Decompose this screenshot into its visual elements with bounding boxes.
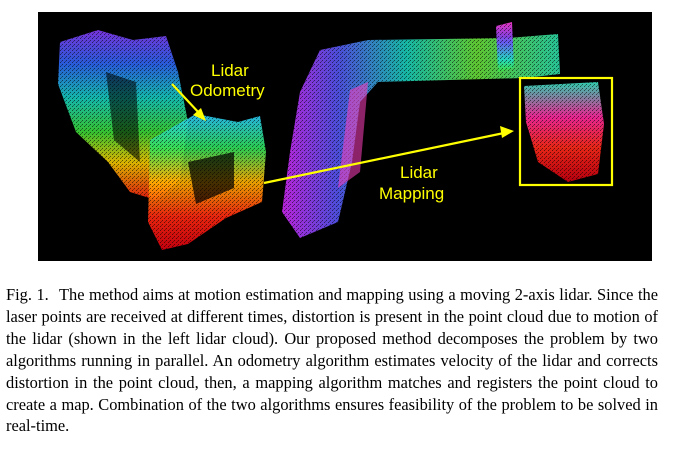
odometry-label-line2: Odometry [190, 81, 265, 100]
odometry-cloud [148, 114, 266, 250]
figure-number: Fig. 1. [6, 285, 49, 304]
mapping-arrow [263, 126, 514, 185]
odometry-label-line1: Lidar [211, 61, 249, 80]
mapping-label-line1: Lidar [400, 163, 438, 182]
odometry-arrow [171, 83, 206, 121]
mapping-label-line2: Mapping [379, 184, 444, 203]
mapping-highlight-box [518, 76, 614, 187]
point-cloud-figure: Lidar Odometry Lidar Mapping [38, 12, 652, 261]
mapped-corridor [282, 22, 604, 238]
caption-text: The method aims at motion estimation and… [6, 285, 658, 436]
point-cloud-illustration: Lidar Odometry Lidar Mapping [58, 22, 614, 250]
figure-caption: Fig. 1. The method aims at motion estima… [6, 284, 658, 437]
